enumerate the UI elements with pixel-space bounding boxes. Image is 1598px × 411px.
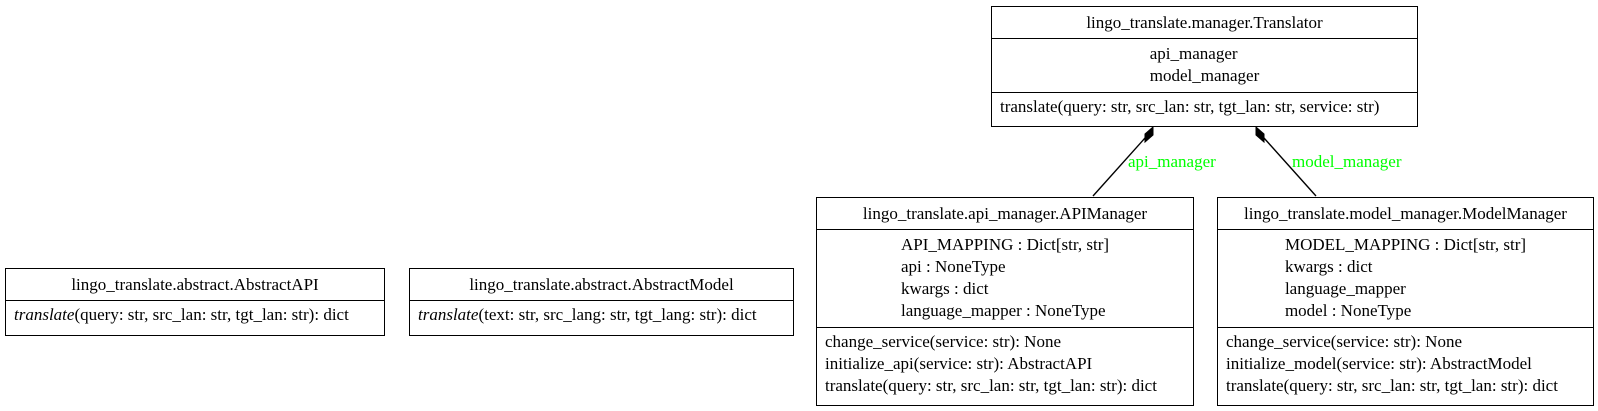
method-signature: (query: str, src_lan: str, tgt_lan: str)… [74, 305, 349, 324]
method: translate(query: str, src_lan: str, tgt_… [1000, 97, 1380, 116]
method: translate(text: str, src_lang: str, tgt_… [418, 304, 785, 326]
attribute: model_manager [1149, 66, 1260, 85]
attribute: kwargs : dict [1284, 257, 1373, 276]
abstract-method-name: translate [418, 305, 479, 324]
attribute: model : NoneType [1284, 301, 1412, 320]
class-title: lingo_translate.manager.Translator [1086, 13, 1323, 32]
methods-section: translate(text: str, src_lang: str, tgt_… [410, 300, 793, 330]
method: translate(query: str, src_lan: str, tgt_… [1226, 376, 1558, 395]
class-api-manager[interactable]: lingo_translate.api_manager.APIManager A… [816, 197, 1194, 406]
attributes-section: MODEL_MAPPING : Dict[str, str] kwargs : … [1218, 229, 1593, 327]
attributes-section: API_MAPPING : Dict[str, str] api : NoneT… [817, 229, 1193, 327]
class-abstract-api[interactable]: lingo_translate.abstract.AbstractAPI tra… [5, 268, 385, 336]
diamond-icon [1144, 125, 1154, 144]
method: change_service(service: str): None [1226, 332, 1462, 351]
edge-api-manager [1092, 125, 1154, 197]
diamond-icon [1255, 125, 1265, 144]
attribute: api : NoneType [900, 257, 1006, 276]
method: change_service(service: str): None [825, 332, 1061, 351]
attribute: language_mapper : NoneType [900, 301, 1106, 320]
methods-section: change_service(service: str): None initi… [1218, 327, 1593, 401]
method-signature: (text: str, src_lang: str, tgt_lang: str… [478, 305, 757, 324]
methods-section: translate(query: str, src_lan: str, tgt_… [6, 300, 384, 330]
class-title: lingo_translate.model_manager.ModelManag… [1244, 204, 1567, 223]
method: initialize_model(service: str): Abstract… [1226, 354, 1532, 373]
edge-model-manager [1255, 125, 1317, 197]
class-title: lingo_translate.abstract.AbstractModel [469, 275, 734, 294]
class-model-manager[interactable]: lingo_translate.model_manager.ModelManag… [1217, 197, 1594, 406]
attributes-section: api_manager model_manager [992, 38, 1417, 92]
class-abstract-model[interactable]: lingo_translate.abstract.AbstractModel t… [409, 268, 794, 336]
attribute: kwargs : dict [900, 279, 989, 298]
method: translate(query: str, src_lan: str, tgt_… [14, 304, 376, 326]
class-translator[interactable]: lingo_translate.manager.Translator api_m… [991, 6, 1418, 127]
attribute: MODEL_MAPPING : Dict[str, str] [1284, 235, 1527, 254]
attribute: API_MAPPING : Dict[str, str] [900, 235, 1110, 254]
edge-label-model-manager: model_manager [1292, 152, 1402, 171]
method: translate(query: str, src_lan: str, tgt_… [825, 376, 1157, 395]
methods-section: translate(query: str, src_lan: str, tgt_… [992, 92, 1417, 122]
abstract-method-name: translate [14, 305, 75, 324]
class-title: lingo_translate.api_manager.APIManager [862, 204, 1148, 223]
class-title: lingo_translate.abstract.AbstractAPI [71, 275, 319, 294]
attribute: api_manager [1149, 44, 1238, 63]
methods-section: change_service(service: str): None initi… [817, 327, 1193, 401]
attribute: language_mapper [1284, 279, 1406, 298]
method: initialize_api(service: str): AbstractAP… [825, 354, 1093, 373]
edge-label-api-manager: api_manager [1128, 152, 1216, 171]
